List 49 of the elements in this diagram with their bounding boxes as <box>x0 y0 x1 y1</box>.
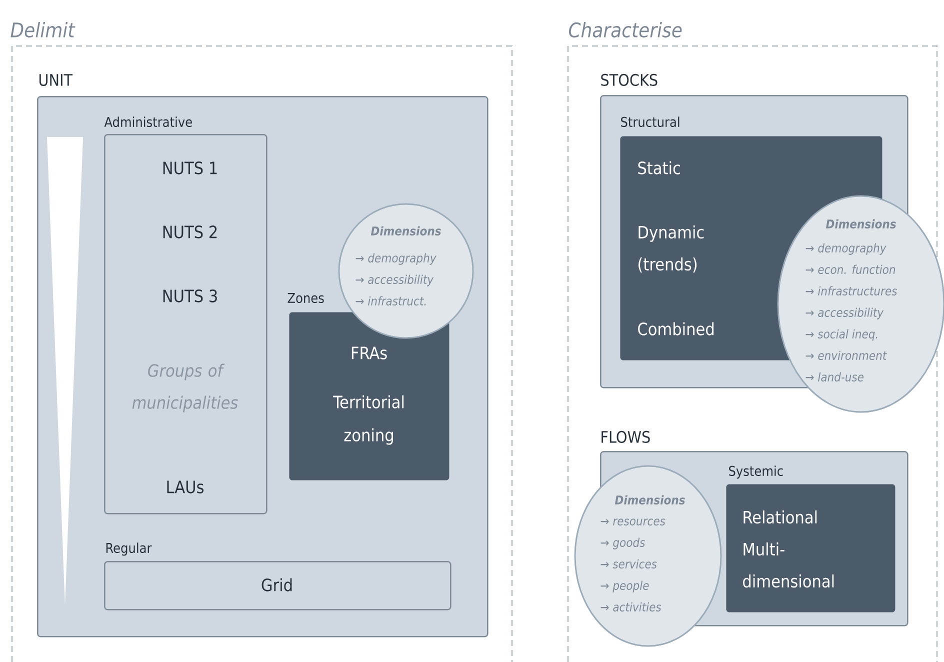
list-item: → services <box>600 559 657 568</box>
box-label: Territorial zoning <box>333 395 404 445</box>
category-box <box>104 542 452 610</box>
box-title: Administrative <box>104 116 192 128</box>
section-title: Characterise <box>568 22 682 38</box>
box-title: Regular <box>106 542 152 556</box>
box-title: UNIT <box>39 74 73 86</box>
box-label: Combined <box>638 322 714 336</box>
category-box <box>726 466 896 612</box>
list-item: → activities <box>600 602 662 612</box>
list-item: → accessibility <box>356 274 434 286</box>
bubble-title: Dimensions <box>370 226 441 236</box>
list-item: → demography <box>806 243 886 255</box>
dimensions-bubble <box>777 195 944 413</box>
box-title: Zones <box>288 293 324 304</box>
box-title: FLOWS <box>602 430 650 443</box>
category-box <box>288 293 450 480</box>
dashed-panel <box>10 22 512 662</box>
category-box <box>104 116 268 514</box>
list-item: → infrastructures <box>806 286 897 296</box>
list-item: → people <box>600 580 649 592</box>
box-label: FRAs <box>352 346 387 360</box>
box-label: Dynamic (trends) <box>638 225 704 273</box>
list-item: → demography <box>356 253 436 265</box>
section-title: Delimit <box>10 22 76 38</box>
list-item: → econ. function <box>806 264 896 274</box>
box-label: Grid <box>262 578 292 592</box>
box-label: Static <box>638 161 680 174</box>
list-item: → resources <box>600 518 666 526</box>
box-title: Structural <box>621 116 680 128</box>
list-item: → environment <box>806 350 887 360</box>
box-label: NUTS 2 <box>163 226 217 238</box>
list-item: → accessibility <box>806 308 884 320</box>
list-item: → infrastruct. <box>356 296 426 306</box>
box-label: Relational Multi-dimensional <box>743 510 834 588</box>
list-item: → goods <box>600 538 645 550</box>
dimensions-bubble <box>574 465 722 647</box>
box-label: NUTS 1 <box>163 162 217 174</box>
box-title: STOCKS <box>601 74 658 86</box>
dashed-panel <box>568 22 938 662</box>
list-item: → social ineq. <box>806 329 878 341</box>
bubble-title: Dimensions <box>826 219 896 228</box>
list-item: → land-use <box>806 372 864 382</box>
box-label: LAUs <box>167 480 204 494</box>
box-label: NUTS 3 <box>163 290 217 302</box>
dimensions-bubble <box>338 203 474 339</box>
box-title: Systemic <box>729 466 783 479</box>
bubble-title: Dimensions <box>614 495 685 504</box>
box-label: Groups of municipalities <box>132 364 238 412</box>
